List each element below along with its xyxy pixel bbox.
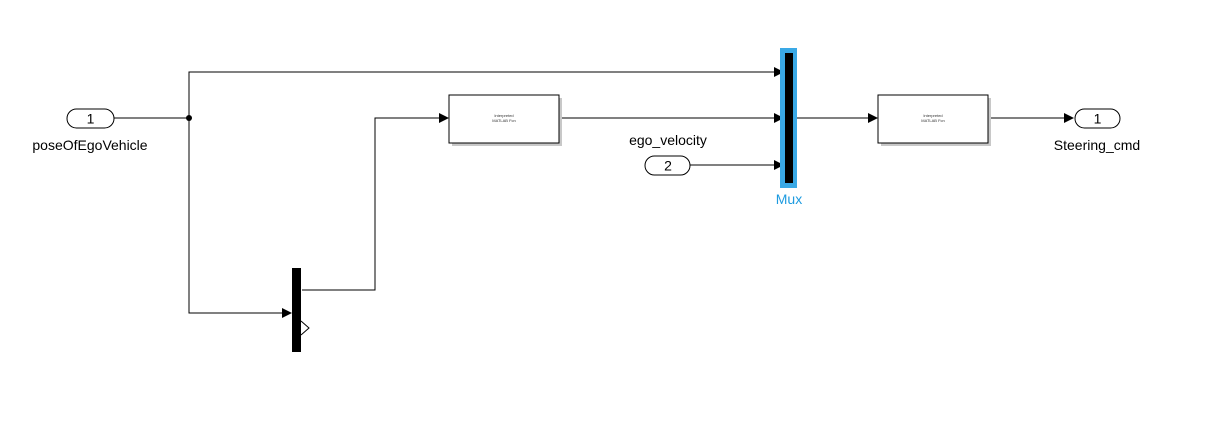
outport-label: Steering_cmd <box>1054 137 1140 153</box>
outport-number: 1 <box>1094 111 1102 127</box>
arrowhead <box>868 113 878 123</box>
inport-shape <box>66 108 115 129</box>
outport-block-Steering_cmd[interactable]: 1 Steering_cmd <box>1054 108 1140 153</box>
interpreted-matlab-fcn-block-2[interactable]: Interpreted MATLAB Fcn <box>877 94 991 146</box>
block-text-line2: MATLAB Fcn <box>492 118 516 123</box>
inport-block-ego_velocity[interactable]: ego_velocity 2 <box>629 132 707 176</box>
inport-block-poseOfEgoVehicle[interactable]: 1 poseOfEgoVehicle <box>32 108 148 153</box>
mux-label: Mux <box>776 191 802 207</box>
inport-shape <box>644 155 691 176</box>
arrowhead <box>774 160 784 170</box>
inport-label: ego_velocity <box>629 132 707 148</box>
block-body <box>877 94 989 144</box>
demux-bar <box>292 268 301 352</box>
branch-point <box>186 115 192 121</box>
arrowhead <box>774 113 784 123</box>
inport-number: 2 <box>664 158 672 174</box>
arrowhead <box>774 67 784 77</box>
inport-number: 1 <box>87 111 95 127</box>
arrowhead <box>439 113 449 123</box>
signal-lines <box>114 67 1074 318</box>
block-text-line1: Interpreted <box>923 113 942 118</box>
block-text-line1: Interpreted <box>494 113 513 118</box>
interpreted-matlab-fcn-block-1[interactable]: Interpreted MATLAB Fcn <box>448 94 562 146</box>
outport-shape <box>1074 108 1121 129</box>
block-body <box>448 94 560 144</box>
block-text-line2: MATLAB Fcn <box>921 118 945 123</box>
demux-block[interactable] <box>292 268 310 352</box>
signal-line-branch-to-demux[interactable] <box>188 118 282 314</box>
demux-output-port-marker <box>300 320 310 336</box>
signal-line-branch-to-mux-in1[interactable] <box>188 71 774 118</box>
mux-bar <box>785 53 793 183</box>
arrowhead <box>1064 113 1074 123</box>
inport-label: poseOfEgoVehicle <box>32 137 147 153</box>
mux-block[interactable]: Mux <box>776 48 802 207</box>
signal-line-demux-to-fcn1[interactable] <box>302 117 439 291</box>
arrowhead <box>282 308 292 318</box>
